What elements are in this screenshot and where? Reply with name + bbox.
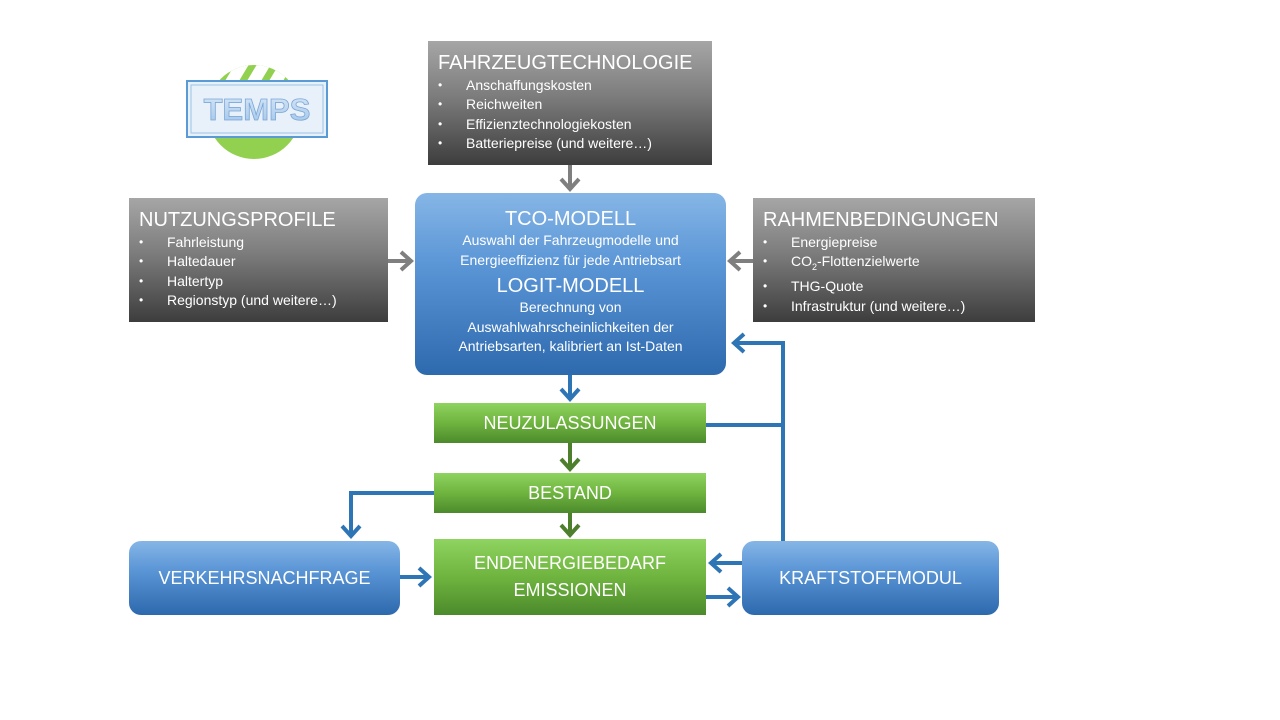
list-item: Anschaffungskosten xyxy=(438,76,702,96)
list-item: Regionstyp (und weitere…) xyxy=(139,291,378,311)
rahmenbedingungen-box: RAHMENBEDINGUNGEN Energiepreise CO2-Flot… xyxy=(753,198,1035,322)
logit-text-2: Auswahlwahrscheinlichkeiten der xyxy=(467,318,674,335)
green-arrows xyxy=(559,443,581,538)
kraftstoffmodul-label: KRAFTSTOFFMODUL xyxy=(779,567,962,588)
emissionen-label: EMISSIONEN xyxy=(513,580,627,600)
neuzulassungen-box: NEUZULASSUNGEN xyxy=(434,403,706,443)
rahmenbedingungen-title: RAHMENBEDINGUNGEN xyxy=(763,209,999,231)
list-item: Haltedauer xyxy=(139,252,378,272)
tco-text-2: Energieeffizienz für jede Antriebsart xyxy=(460,251,681,268)
endenergiebedarf-label: ENDENERGIEBEDARF xyxy=(473,553,667,573)
bestand-label: BESTAND xyxy=(528,482,612,503)
nutzungsprofile-list: Fahrleistung Haltedauer Haltertyp Region… xyxy=(139,233,378,310)
neuzulassungen-label: NEUZULASSUNGEN xyxy=(483,412,657,433)
temps-logo: TEMPS xyxy=(180,56,334,164)
logit-text-3: Antriebsarten, kalibriert an Ist-Daten xyxy=(458,338,683,354)
fahrzeugtechnologie-title: FAHRZEUGTECHNOLOGIE xyxy=(438,52,693,74)
arrow-feedback-to-tco xyxy=(706,341,785,541)
rahmenbedingungen-list: Energiepreise CO2-Flottenzielwerte THG-Q… xyxy=(763,233,1025,316)
verkehrsnachfrage-box: VERKEHRSNACHFRAGE xyxy=(129,541,400,615)
list-item-co2: CO2-Flottenzielwerte xyxy=(763,252,1025,277)
endenergiebedarf-box: ENDENERGIEBEDARF EMISSIONEN xyxy=(434,539,706,615)
fahrzeugtechnologie-box: FAHRZEUGTECHNOLOGIE Anschaffungskosten R… xyxy=(428,41,712,165)
tco-title: TCO-MODELL xyxy=(504,208,637,230)
co2-prefix: CO xyxy=(791,253,812,270)
co2-suffix: -Flottenzielwerte xyxy=(817,253,920,270)
fahrzeugtechnologie-list: Anschaffungskosten Reichweiten Effizienz… xyxy=(438,76,702,153)
nutzungsprofile-box: NUTZUNGSPROFILE Fahrleistung Haltedauer … xyxy=(129,198,388,322)
bestand-box: BESTAND xyxy=(434,473,706,513)
list-item: Haltertyp xyxy=(139,272,378,292)
list-item: Energiepreise xyxy=(763,233,1025,253)
verkehrsnachfrage-label: VERKEHRSNACHFRAGE xyxy=(158,567,371,588)
arrow-bestand-to-verkehr xyxy=(349,491,434,536)
list-item: Effizienztechnologiekosten xyxy=(438,115,702,135)
list-item: Batteriepreise (und weitere…) xyxy=(438,134,702,154)
kraftstoffmodul-box: KRAFTSTOFFMODUL xyxy=(742,541,999,615)
tco-logit-box: TCO-MODELL Auswahl der Fahrzeugmodelle u… xyxy=(415,193,726,375)
list-item: THG-Quote xyxy=(763,277,1025,297)
list-item: Reichweiten xyxy=(438,95,702,115)
logo-graphic: TEMPS xyxy=(186,65,328,159)
list-item: Fahrleistung xyxy=(139,233,378,253)
logo-text: TEMPS xyxy=(204,92,311,127)
nutzungsprofile-title: NUTZUNGSPROFILE xyxy=(139,209,336,231)
blue-arrows xyxy=(340,332,785,608)
logit-text-1: Berechnung von xyxy=(519,299,622,315)
tco-text-1: Auswahl der Fahrzeugmodelle und xyxy=(462,232,679,248)
gray-arrows xyxy=(388,165,753,272)
logit-title: LOGIT-MODELL xyxy=(496,275,645,297)
list-item: Infrastruktur (und weitere…) xyxy=(763,297,1025,317)
co2-subscript: 2 xyxy=(812,262,818,273)
